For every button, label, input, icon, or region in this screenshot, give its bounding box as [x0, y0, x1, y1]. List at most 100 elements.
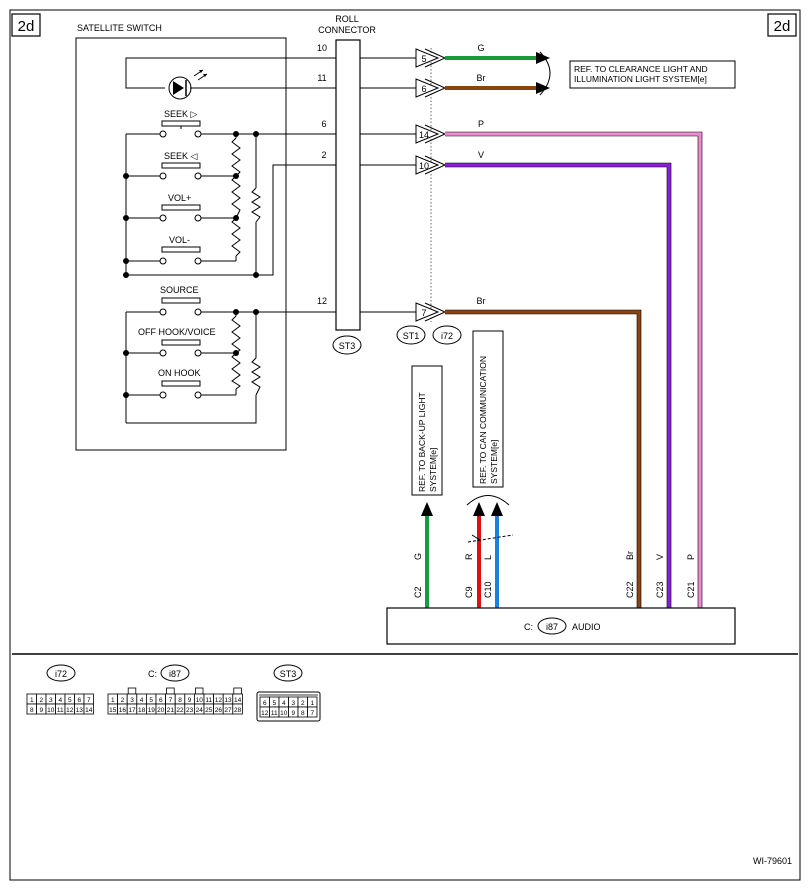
switch-wiring	[125, 57, 336, 424]
connector-tag-st1	[396, 325, 426, 345]
legend-pin-i72-6: 6	[77, 697, 81, 704]
can-ref-box	[472, 330, 504, 488]
page-frame	[9, 9, 801, 881]
roll-connector-tag	[332, 335, 362, 355]
legend-pin-i72-1: 1	[30, 697, 34, 704]
audio-pin-c9: C9	[464, 586, 474, 598]
audio-pin-c10: C10	[483, 581, 493, 598]
wire-br-audio	[445, 310, 641, 608]
roll-connector-tag-text: ST3	[339, 341, 356, 351]
legend-pin-st3-5: 5	[272, 700, 276, 707]
legend-pin-i87-6: 6	[159, 697, 163, 704]
wire-br-arrow	[536, 82, 550, 94]
legend-pin-i87-20: 20	[157, 707, 165, 714]
legend-pin-i87-15: 15	[109, 707, 117, 714]
figure-id: WI-79601	[753, 856, 792, 866]
wire-label-p: P	[478, 119, 484, 129]
legend-pin-i87-10: 10	[196, 697, 204, 704]
legend-i87-prefix: C:	[148, 669, 157, 679]
connector-link-wires	[360, 57, 416, 313]
on-hook-label: ON HOOK	[158, 368, 201, 378]
legend-pin-i72-14: 14	[85, 707, 93, 714]
legend-st3-tag	[273, 664, 303, 682]
satellite-switch-box	[75, 37, 287, 451]
wire-g-up-arrow	[421, 502, 433, 516]
legend-pin-st3-9: 9	[291, 710, 295, 717]
legend-pin-i87-4: 4	[140, 697, 144, 704]
wire-label-g: G	[477, 43, 484, 53]
pin-right-5: 5	[421, 54, 426, 64]
illumination-led-icon	[168, 69, 208, 100]
audio-pin-c21: C21	[686, 581, 696, 598]
legend-pin-i87-16: 16	[119, 707, 127, 714]
clearance-ref-line1: REF. TO CLEARANCE LIGHT AND	[574, 64, 708, 74]
can-brace	[466, 495, 510, 506]
legend-pin-i87-24: 24	[196, 707, 204, 714]
audio-wire-label-br: Br	[625, 551, 635, 560]
legend-pin-i87-8: 8	[178, 697, 182, 704]
legend-pin-i87-18: 18	[138, 707, 146, 714]
legend-pin-st3-2: 2	[301, 700, 305, 707]
legend-pin-i72-7: 7	[87, 697, 91, 704]
legend-pin-i87-21: 21	[167, 707, 175, 714]
roll-connector-body	[335, 39, 361, 331]
audio-pin-c2: C2	[413, 586, 423, 598]
legend-pin-i87-22: 22	[176, 707, 184, 714]
pin-left-6: 6	[321, 119, 326, 129]
source-label: SOURCE	[160, 285, 199, 295]
switch-on-hook: ON HOOK	[158, 368, 202, 399]
legend-st3-tag-text: ST3	[280, 669, 297, 679]
clearance-ref-brace	[539, 51, 551, 96]
legend-pin-i72-10: 10	[47, 707, 55, 714]
audio-wire-label-l: L	[483, 555, 493, 560]
wire-r-up-arrow	[473, 502, 485, 516]
wire-label-br-2: Br	[477, 296, 486, 306]
can-ref-line1: REF. TO CAN COMMUNICATION	[478, 356, 488, 484]
audio-wire-label-g: G	[413, 553, 423, 560]
audio-wire-label-v: V	[655, 554, 665, 560]
legend-pin-i72-5: 5	[68, 697, 72, 704]
legend-pin-i72-11: 11	[57, 707, 64, 714]
legend-i87-tag-text: i87	[169, 669, 181, 679]
legend-pin-i72-2: 2	[39, 697, 43, 704]
page-tag-right: 2d	[767, 13, 797, 37]
legend-pin-i87-7: 7	[169, 697, 173, 704]
legend-i72-tag-text: i72	[55, 669, 67, 679]
backup-ref-line1: REF. TO BACK-UP LIGHT	[417, 392, 427, 492]
backup-ref-line2: SYSTEM[e]	[428, 448, 438, 492]
seek-up-label: SEEK ▷	[164, 109, 198, 119]
page-tag-left: 2d	[11, 13, 41, 37]
satellite-switch-title: SATELLITE SWITCH	[77, 23, 162, 33]
audio-wire-label-r: R	[464, 553, 474, 560]
legend-pin-i87-2: 2	[121, 697, 125, 704]
legend-pin-i72-9: 9	[39, 707, 43, 714]
legend-pin-i87-25: 25	[205, 707, 213, 714]
legend-pin-st3-4: 4	[282, 700, 286, 707]
legend-pin-i72-8: 8	[30, 707, 34, 714]
legend-pin-i87-11: 11	[205, 697, 212, 704]
connector-tag-st1-text: ST1	[403, 331, 420, 341]
legend-pin-st3-10: 10	[280, 710, 288, 717]
legend-pin-i87-26: 26	[215, 707, 223, 714]
colored-wires	[425, 56, 702, 608]
roll-connector-title-1: ROLL	[335, 14, 359, 24]
switch-seek-down: SEEK ◁	[159, 151, 202, 180]
legend-pin-i87-12: 12	[215, 697, 223, 704]
switch-source: SOURCE	[159, 285, 202, 316]
pin-right-14: 14	[419, 130, 429, 140]
can-ref-line2: SYSTEM[e]	[489, 440, 499, 484]
audio-label: AUDIO	[572, 622, 601, 632]
pin-right-6: 6	[421, 84, 426, 94]
legend-pin-st3-7: 7	[310, 710, 314, 717]
pin-left-11: 11	[317, 73, 326, 83]
legend-i87-tag	[160, 664, 190, 682]
legend-i72-tag	[46, 664, 76, 682]
legend-pin-i87-14: 14	[234, 697, 242, 704]
legend-pin-i87-13: 13	[224, 697, 232, 704]
wire-outlines	[445, 131, 703, 608]
vol-up-label: VOL+	[168, 193, 191, 203]
